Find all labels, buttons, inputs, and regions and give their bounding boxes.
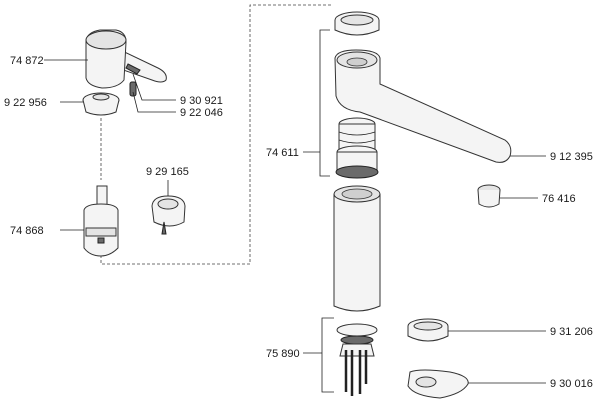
part-number-931206: 9 31 206 — [550, 326, 593, 338]
aerator-part — [477, 184, 501, 208]
body-tube-part — [333, 185, 381, 312]
mounting-set-part — [336, 323, 378, 396]
part-number-76416: 76 416 — [542, 193, 576, 205]
part-number-75890: 75 890 — [266, 348, 300, 360]
adapter-part — [151, 195, 186, 235]
plate-part — [407, 369, 469, 399]
part-number-912395: 9 12 395 — [550, 151, 593, 163]
cover-ring-part — [82, 92, 120, 116]
thread-sleeve-part — [335, 117, 379, 179]
top-ring-part — [334, 11, 380, 36]
part-number-929165: 9 29 165 — [146, 166, 189, 178]
spout-part — [334, 49, 512, 163]
leader-lines — [44, 29, 546, 393]
cartridge-part — [83, 185, 119, 257]
part-number-74611: 74 611 — [266, 147, 299, 159]
part-number-922046: 9 22 046 — [180, 107, 223, 119]
part-number-922956: 9 22 956 — [4, 97, 47, 109]
handle-lever-part — [85, 29, 167, 97]
part-number-930016: 9 30 016 — [550, 378, 593, 390]
ring-part — [407, 318, 449, 342]
part-number-930921: 9 30 921 — [180, 95, 223, 107]
dashed-connectors — [100, 4, 333, 265]
part-number-74868: 74 868 — [10, 225, 44, 237]
part-number-74872: 74 872 — [10, 55, 44, 67]
